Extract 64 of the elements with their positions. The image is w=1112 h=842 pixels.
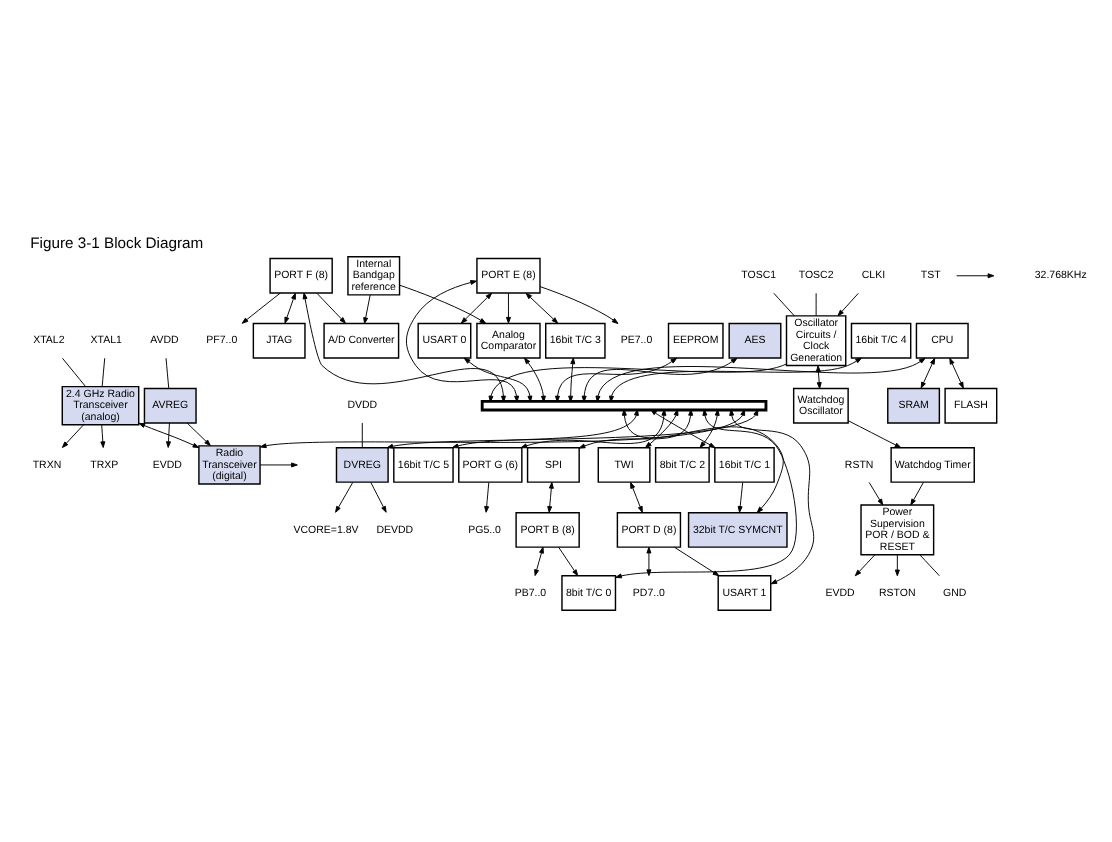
arrow <box>645 409 679 449</box>
arrow <box>524 357 546 403</box>
arrow <box>581 357 738 403</box>
connector <box>361 422 363 448</box>
arrow <box>61 424 84 448</box>
connector <box>773 292 795 317</box>
arrow <box>539 286 619 324</box>
arrow <box>650 409 716 449</box>
connector <box>815 292 817 317</box>
arrow <box>525 292 559 324</box>
connector <box>919 554 940 577</box>
arrow <box>405 280 520 403</box>
arrow <box>674 546 720 577</box>
arrow <box>630 482 643 513</box>
arrow <box>284 292 296 324</box>
arrow <box>259 462 298 468</box>
arrow <box>847 420 902 449</box>
arrow <box>920 357 936 389</box>
arrow <box>335 482 354 513</box>
arrow <box>302 292 506 403</box>
arrow <box>259 409 746 449</box>
arrow <box>399 284 487 324</box>
arrow <box>949 357 964 389</box>
connector <box>165 357 170 389</box>
arrow <box>956 273 995 279</box>
arrow <box>737 482 744 513</box>
arrow <box>488 363 787 403</box>
arrow <box>868 482 884 506</box>
node-bar <box>480 399 768 412</box>
arrow <box>894 554 900 577</box>
arrow <box>363 294 371 324</box>
arrow <box>699 409 720 449</box>
arrow <box>484 482 490 513</box>
arrow <box>463 357 533 403</box>
arrow <box>729 409 815 585</box>
arrow <box>166 422 171 448</box>
arrow <box>460 292 493 324</box>
arrow <box>854 554 876 577</box>
arrow <box>609 357 862 403</box>
arrow <box>595 357 926 403</box>
arrow <box>386 409 759 449</box>
diagram-title: Figure 3-1 Block Diagram <box>30 233 204 252</box>
arrow <box>615 409 797 579</box>
arrow <box>505 292 511 324</box>
arrow <box>534 546 544 577</box>
arrow <box>370 482 387 513</box>
arrow <box>646 546 652 577</box>
arrow <box>837 292 859 317</box>
arrow <box>558 546 579 577</box>
arrow <box>138 422 200 449</box>
arrow <box>547 482 554 513</box>
arrow <box>100 424 106 448</box>
arrow <box>520 409 667 449</box>
arrow <box>555 357 678 403</box>
arrow <box>578 409 694 449</box>
arrow <box>451 409 639 449</box>
arrow <box>621 409 784 514</box>
arrow <box>241 292 281 324</box>
arrow <box>316 292 346 324</box>
connector <box>101 357 106 387</box>
arrow <box>910 482 924 506</box>
arrow <box>568 357 576 403</box>
connector <box>62 357 86 387</box>
arrow <box>186 422 211 446</box>
